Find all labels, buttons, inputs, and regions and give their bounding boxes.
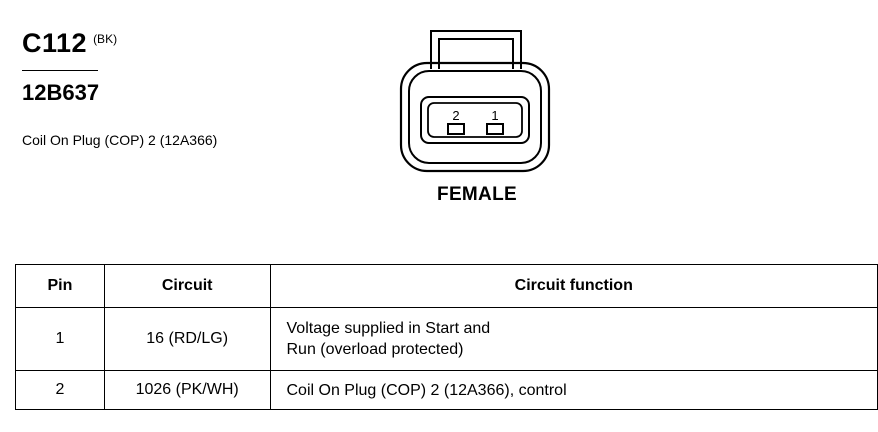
header-pin: Pin (15, 264, 105, 308)
header-circuit: Circuit (103, 264, 271, 308)
pin-label-2: 2 (452, 108, 459, 123)
pin-label-1: 1 (491, 108, 498, 123)
connector-id: C112 (BK) (22, 28, 117, 59)
view-label: FEMALE (437, 184, 517, 205)
terminal-cavity-outer (420, 96, 530, 144)
table-header-row: Pin Circuit Circuit function (15, 264, 878, 308)
connector-face-diagram: 2 1 (399, 30, 551, 173)
function-line: Coil On Plug (COP) 2 (12A366), control (286, 381, 567, 399)
terminal-cavity-inner (427, 102, 523, 138)
pinout-table: Pin Circuit Circuit function 1 16 (RD/LG… (15, 264, 878, 410)
cell-circuit-function: Coil On Plug (COP) 2 (12A366), control (269, 370, 878, 410)
part-number: 12B637 (22, 80, 100, 105)
function-line: Run (overload protected) (286, 341, 464, 358)
cell-circuit: 1026 (PK/WH) (103, 370, 271, 410)
cell-circuit-function: Voltage supplied in Start and Run (overl… (269, 307, 878, 371)
cell-circuit: 16 (RD/LG) (103, 307, 271, 371)
terminal-2 (447, 123, 465, 135)
connector-description: Coil On Plug (COP) 2 (12A366) (22, 132, 218, 148)
cell-pin: 1 (15, 307, 105, 371)
header-circuit-function: Circuit function (269, 264, 878, 308)
connector-color: (BK) (93, 32, 118, 46)
function-line: Voltage supplied in Start and (286, 320, 491, 337)
table-row: 2 1026 (PK/WH) Coil On Plug (COP) 2 (12A… (15, 370, 878, 410)
cell-pin: 2 (15, 370, 105, 410)
connector-code: C112 (22, 28, 88, 58)
connector-housing-inner (408, 70, 542, 164)
connector-housing-outer (399, 61, 551, 173)
table-row: 1 16 (RD/LG) Voltage supplied in Start a… (15, 307, 878, 371)
terminal-1 (486, 123, 504, 135)
title-divider (22, 70, 98, 71)
